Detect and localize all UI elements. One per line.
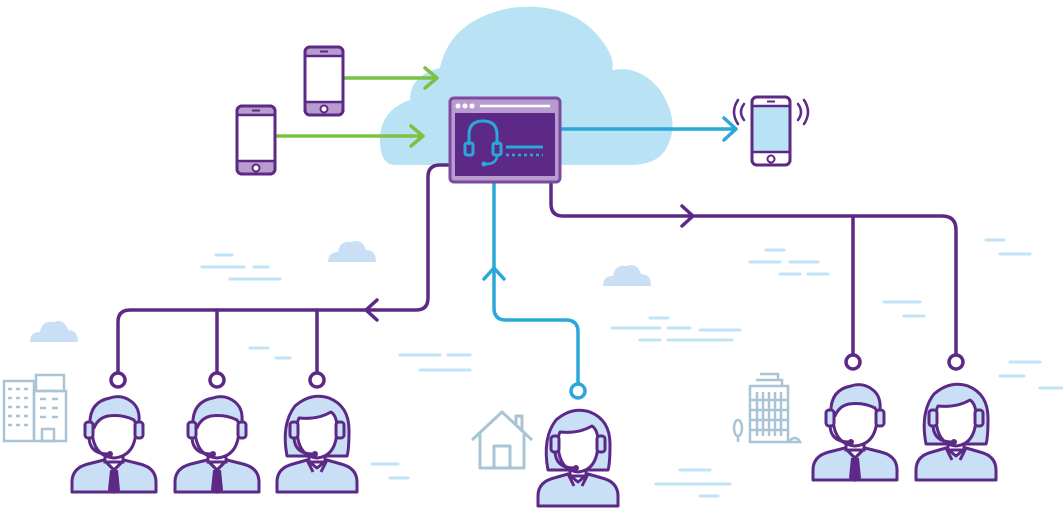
home-agent-node — [571, 384, 585, 398]
small-cloud — [328, 241, 376, 262]
smartphone-icon — [305, 47, 343, 115]
house-icon — [472, 412, 532, 468]
small-cloud — [30, 321, 78, 342]
connection-nodes — [111, 355, 963, 387]
small-cloud — [603, 265, 651, 286]
male-agent-headset-icon — [175, 397, 259, 494]
ringing-smartphone-icon — [734, 97, 808, 165]
office-tower-icon — [734, 374, 800, 442]
home-agent-connection — [484, 182, 578, 384]
female-agent-headset-icon — [916, 384, 996, 480]
female-agent-headset-icon — [277, 396, 357, 492]
male-agent-headset-icon — [72, 397, 156, 494]
left-agent-connections — [118, 165, 452, 373]
female-agent-headset-icon — [538, 410, 618, 506]
smartphone-icon — [237, 106, 275, 174]
male-agent-headset-icon — [813, 385, 897, 482]
office-building-icon — [4, 375, 66, 441]
cloud-contact-center-icon — [450, 98, 560, 182]
